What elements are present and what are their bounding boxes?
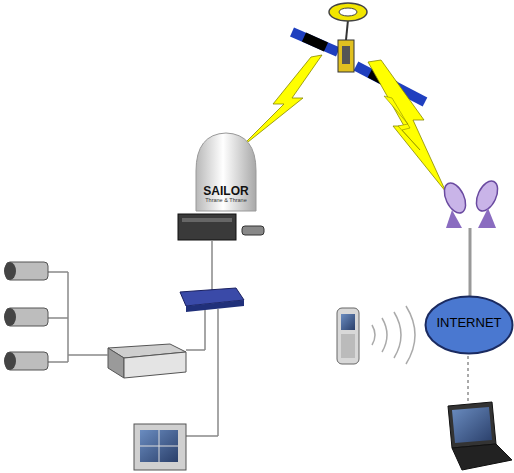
maker-label: Thrane & Thrane [205, 198, 246, 204]
network-switch [180, 288, 244, 436]
cctv-monitor [134, 424, 186, 470]
satellite [292, 3, 425, 102]
laptop [448, 402, 512, 470]
ground-station [440, 178, 502, 296]
mobile-phone [337, 306, 415, 364]
cameras [4, 262, 108, 370]
video-recorder [108, 344, 186, 378]
radio-link [384, 96, 420, 150]
internet-cloud: INTERNET [424, 295, 514, 355]
antenna-dome: SAILORThrane & Thrane [193, 131, 259, 213]
cloud-label: INTERNET [437, 316, 502, 330]
radio-link [368, 60, 446, 192]
brand-label: SAILOR [203, 185, 248, 198]
internet-link [468, 356, 469, 404]
below-decks-unit [178, 214, 264, 290]
radio-link [238, 55, 322, 150]
